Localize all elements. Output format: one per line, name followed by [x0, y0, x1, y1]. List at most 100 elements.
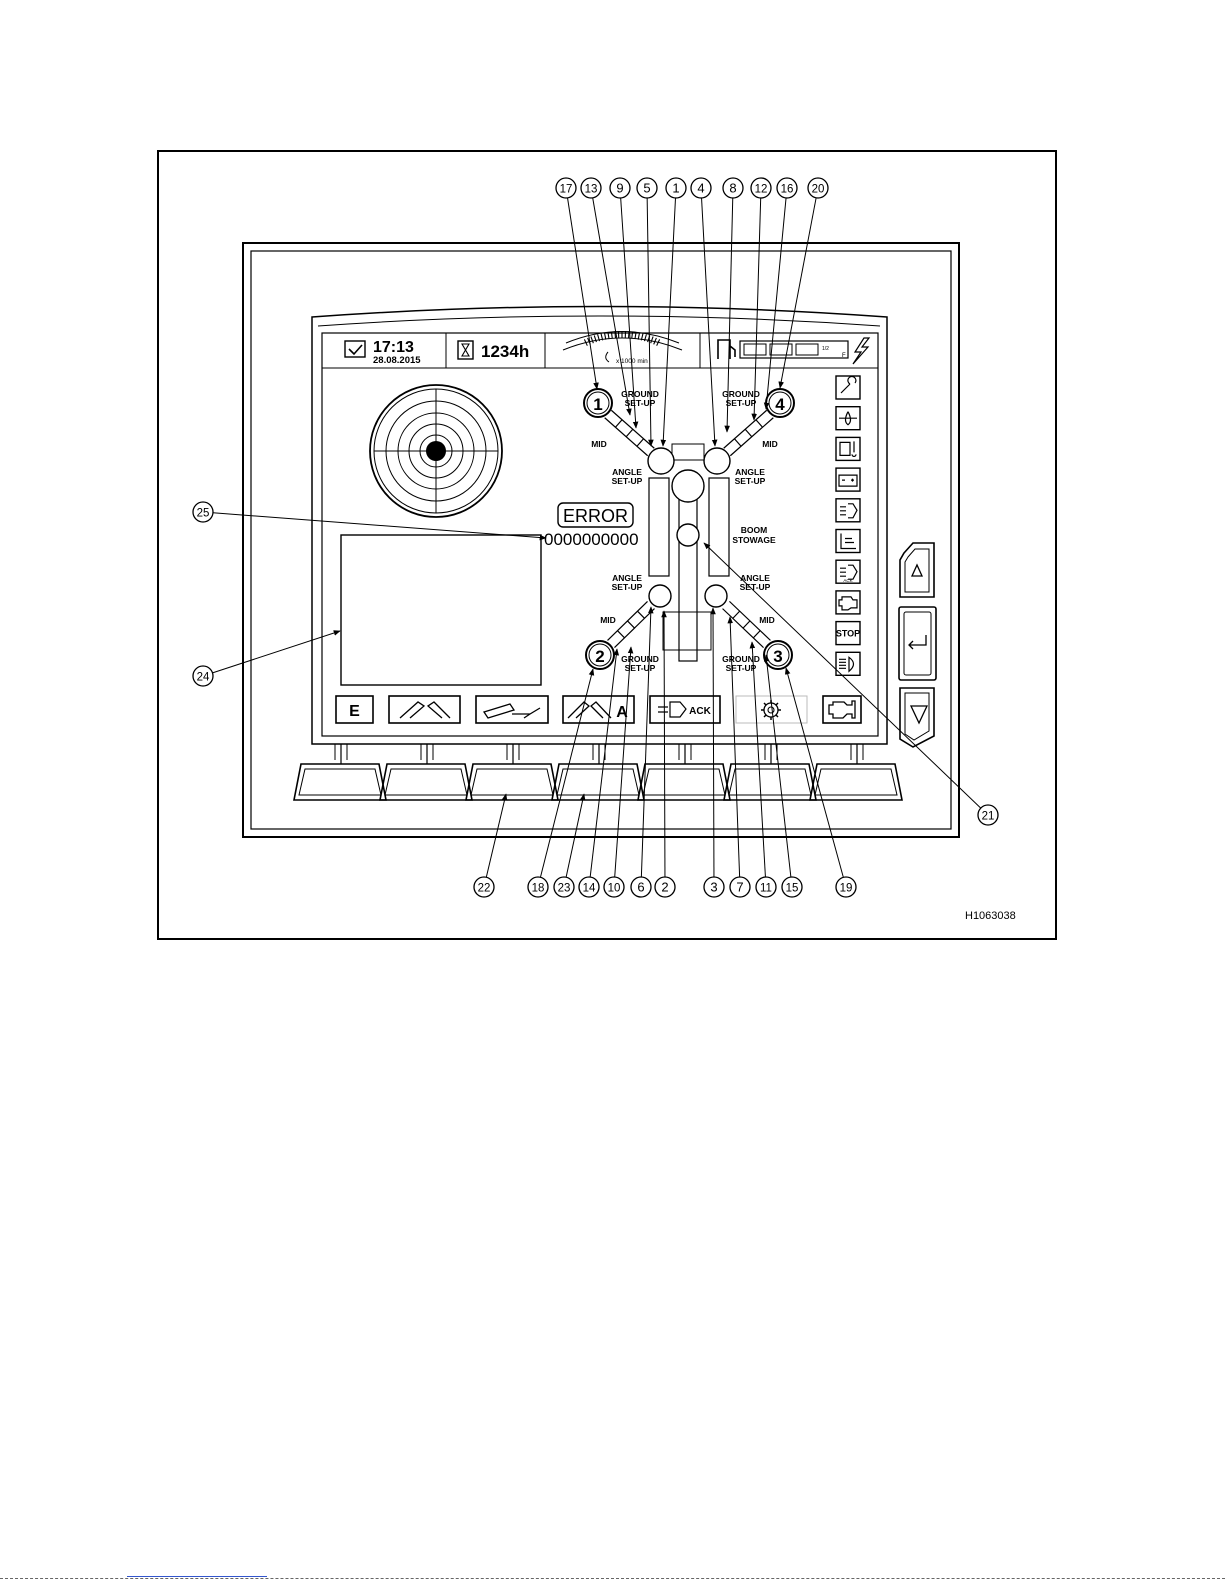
exhaust-temp-icon-glyph: [841, 534, 856, 549]
physical-key-6[interactable]: [724, 744, 816, 800]
preheat-icon: [836, 499, 860, 522]
battery-icon: [836, 468, 860, 491]
calendar-check-icon: [345, 341, 365, 357]
physical-key-4[interactable]: [552, 744, 644, 800]
callout-number: 3: [710, 880, 717, 895]
engine-icon: [836, 591, 860, 614]
callout-3: 3: [704, 877, 724, 897]
physical-key-3[interactable]: [466, 744, 558, 800]
label-boom-a: BOOM: [741, 525, 767, 535]
nav-enter-button[interactable]: [899, 607, 936, 680]
fuel-pump-icon: [718, 340, 735, 359]
callout-14: 14: [579, 877, 599, 897]
oil-pressure-icon: [836, 407, 860, 430]
callout-number: 4: [697, 181, 704, 196]
operating-hours: 1234h: [481, 342, 529, 361]
boom-icon: [484, 704, 540, 718]
outrigger-arm-segment: [638, 611, 645, 618]
physical-key-5[interactable]: [638, 744, 730, 800]
label-mid-4: MID: [762, 439, 778, 449]
leader-line: [213, 513, 546, 538]
callout-number: 20: [812, 184, 825, 196]
inclinometer-target: [370, 385, 502, 517]
callout-number: 17: [560, 184, 573, 196]
callout-20: 20: [808, 178, 828, 198]
outrigger-arm-segment: [756, 420, 763, 427]
nav-buttons: [899, 543, 936, 747]
wrench-icon-glyph: [841, 376, 856, 393]
outrigger-arm-segment: [618, 631, 625, 638]
leader-line: [486, 794, 506, 877]
label-mid-3: MID: [759, 615, 775, 625]
ack-small-label: ACK: [843, 578, 852, 583]
softkey-engine[interactable]: [823, 696, 861, 723]
hourglass-icon: [458, 341, 473, 359]
figure-id: H1063038: [965, 910, 1016, 922]
callout-number: 6: [637, 880, 644, 895]
outrigger-badge-1: 1: [584, 389, 612, 417]
rpm-tick: [628, 331, 629, 338]
angle-indicator-1: [648, 448, 674, 474]
fuel-mark: 1/2: [822, 346, 829, 352]
angle-indicator-2: [649, 585, 671, 607]
callout-5: 5: [637, 178, 657, 198]
label-angle-3b: SET-UP: [740, 582, 771, 592]
outrigger-arm-segment: [628, 621, 635, 628]
callout-18: 18: [528, 877, 548, 897]
angle-indicator-4: [704, 448, 730, 474]
softkey-label-row: E A ACK: [336, 696, 861, 723]
fuel-gauge: 1/2 F: [718, 338, 869, 364]
engine-icon-glyph: [839, 597, 857, 610]
softkey-regen-ack[interactable]: ACK: [650, 696, 720, 723]
stop-label: STOP: [836, 629, 860, 639]
svg-text:2: 2: [595, 647, 604, 666]
callout-number: 24: [197, 672, 210, 684]
rpm-tick: [591, 337, 593, 344]
callout-number: 23: [558, 883, 571, 895]
outrigger-auto-icon: [568, 702, 611, 718]
callout-number: 14: [583, 883, 596, 895]
error-code: 0000000000: [544, 530, 639, 549]
softkey-auto[interactable]: A: [563, 696, 634, 723]
nav-down-button[interactable]: [900, 688, 934, 747]
outrigger-arm-segment: [637, 439, 644, 446]
nav-up-button[interactable]: [900, 543, 934, 597]
headlight-icon: [836, 652, 860, 675]
coolant-temp-icon-glyph: [840, 441, 856, 456]
warning-icon-column: ACK STOP: [836, 376, 860, 675]
boom-stowage-indicator: [677, 524, 699, 546]
softkey-boom-display[interactable]: [476, 696, 548, 723]
enter-icon: [909, 635, 926, 649]
rpm-tick: [651, 337, 653, 344]
svg-text:ACK: ACK: [689, 706, 711, 717]
callout-12: 12: [751, 178, 771, 198]
leader-line: [702, 198, 715, 446]
callout-9: 9: [610, 178, 630, 198]
callout-number: 5: [643, 181, 650, 196]
callout-number: 22: [478, 883, 491, 895]
physical-key-2[interactable]: [380, 744, 472, 800]
physical-key-7[interactable]: [810, 744, 902, 800]
regen-ack-icon: ACK: [836, 560, 860, 583]
callout-17: 17: [556, 178, 576, 198]
outrigger-arm-segment: [743, 621, 750, 628]
leader-line: [780, 198, 816, 388]
message-window: [341, 535, 541, 685]
callout-number: 25: [197, 508, 210, 520]
callout-number: 2: [661, 880, 668, 895]
footer-dashed-rule: [0, 1578, 1225, 1579]
softkey-e[interactable]: E: [336, 696, 373, 723]
exhaust-temp-icon: [836, 530, 860, 553]
boom-position-indicator-top: [672, 470, 704, 502]
rpm-gauge: x 1000 min: [563, 331, 682, 365]
leader-line: [647, 198, 651, 446]
leader-line: [752, 642, 765, 877]
outrigger-arm-segment: [733, 611, 740, 618]
callout-number: 8: [729, 181, 736, 196]
rpm-symbol-icon: [606, 352, 609, 362]
label-angle-2b: SET-UP: [612, 582, 643, 592]
regen-ack-icon-glyph: [840, 565, 857, 579]
physical-key-1[interactable]: [294, 744, 386, 800]
softkey-outrigger-display[interactable]: [389, 696, 460, 723]
engine-check-icon: [829, 701, 855, 718]
